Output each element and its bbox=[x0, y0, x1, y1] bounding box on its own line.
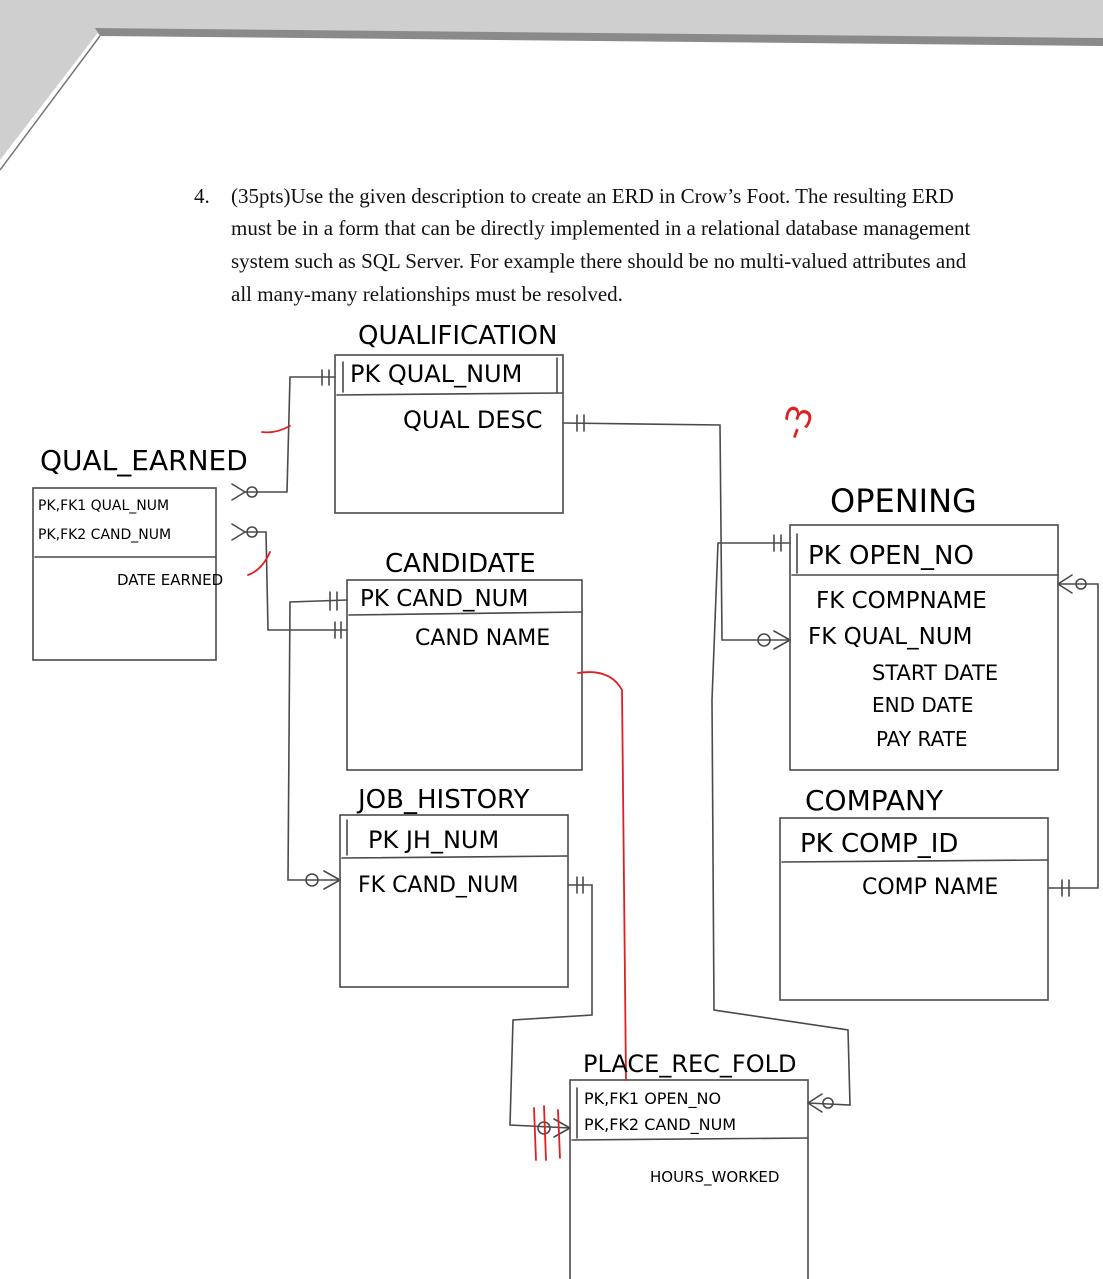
entity-box-job-history bbox=[339, 814, 569, 988]
correction-strike bbox=[533, 1105, 561, 1161]
company-pk: PK COMP_ID bbox=[800, 829, 958, 859]
candidate-pk: PK CAND_NUM bbox=[360, 586, 528, 612]
opening-attr-qual-num: FK QUAL_NUM bbox=[808, 624, 973, 650]
entity-box-opening bbox=[789, 524, 1059, 771]
entity-title-candidate: CANDIDATE bbox=[385, 549, 536, 579]
place-rec-fold-key-1: PK,FK1 OPEN_NO bbox=[584, 1089, 721, 1109]
question-text-line-3: system such as SQL Server. For example t… bbox=[231, 249, 967, 273]
entity-title-qual-earned: QUAL_EARNED bbox=[40, 444, 248, 477]
correction-line bbox=[577, 671, 627, 1081]
job-history-attr-fk: FK CAND_NUM bbox=[358, 873, 518, 898]
entity-box-qualification bbox=[334, 354, 564, 514]
entity-box-qual-earned bbox=[32, 487, 217, 661]
entity-title-opening: OPENING bbox=[830, 482, 977, 520]
opening-attr-start-date: START DATE bbox=[872, 661, 998, 685]
qual-earned-key-1: PK,FK1 QUAL_NUM bbox=[38, 498, 169, 514]
check-mark-2 bbox=[247, 551, 271, 576]
qualification-attr-desc: QUAL DESC bbox=[403, 406, 543, 434]
grading-marks bbox=[247, 425, 627, 1161]
relationship-candidate-job-history bbox=[287, 591, 348, 890]
relationship-company-opening bbox=[1047, 574, 1099, 897]
job-history-pk: PK JH_NUM bbox=[368, 826, 499, 854]
entity-title-job-history: JOB_HISTORY bbox=[356, 785, 529, 815]
company-attr-name: COMP NAME bbox=[862, 875, 998, 900]
relationship-candidate-qual-earned bbox=[231, 523, 348, 639]
entity-title-place-rec-fold: PLACE_REC_FOLD bbox=[583, 1050, 796, 1078]
relationship-qualification-opening bbox=[562, 414, 791, 650]
entity-box-candidate bbox=[346, 579, 583, 771]
entity-title-company: COMPANY bbox=[805, 784, 944, 817]
grade-mark: -3 bbox=[773, 400, 822, 446]
place-rec-fold-attr-hours: HOURS_WORKED bbox=[650, 1168, 779, 1187]
entity-title-qualification: QUALIFICATION bbox=[358, 321, 557, 351]
qualification-pk: PK QUAL_NUM bbox=[350, 360, 522, 388]
opening-attr-end-date: END DATE bbox=[872, 693, 973, 717]
qual-earned-key-2: PK,FK2 CAND_NUM bbox=[38, 527, 171, 543]
relationship-qualification-qual-earned bbox=[231, 369, 336, 501]
question-text-line-1: (35pts)Use the given description to crea… bbox=[231, 184, 954, 208]
opening-pk: PK OPEN_NO bbox=[808, 541, 974, 571]
relationship-candidate-place-rec-fold bbox=[509, 876, 593, 1138]
entity-box-place-rec-fold bbox=[569, 1079, 809, 1279]
qual-earned-attr-date: DATE EARNED bbox=[117, 571, 223, 589]
check-mark-1 bbox=[261, 425, 291, 434]
question-number: 4. bbox=[194, 184, 210, 208]
place-rec-fold-key-2: PK,FK2 CAND_NUM bbox=[584, 1115, 736, 1135]
question-text-line-2: must be in a form that can be directly i… bbox=[231, 216, 971, 240]
entity-box-company bbox=[779, 817, 1049, 1001]
candidate-attr-name: CAND NAME bbox=[415, 626, 550, 651]
opening-attr-compname: FK COMPNAME bbox=[816, 588, 987, 614]
question-text-line-4: all many-many relationships must be reso… bbox=[231, 282, 623, 306]
opening-attr-pay-rate: PAY RATE bbox=[876, 727, 968, 751]
relationship-opening-place-rec-fold bbox=[711, 534, 851, 1113]
